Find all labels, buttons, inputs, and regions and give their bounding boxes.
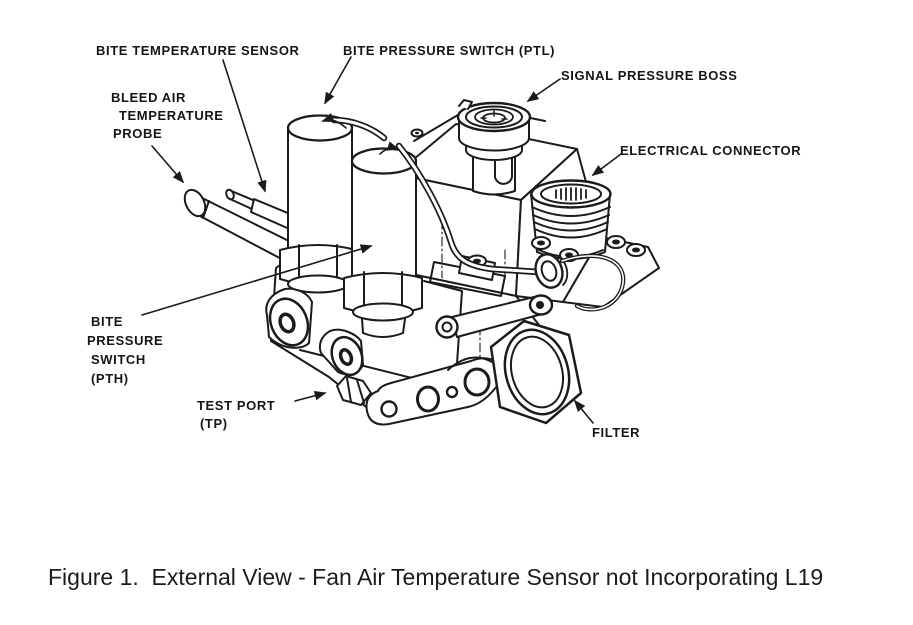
tube-arrow-ptl [321, 112, 347, 129]
sense-tube-drawing [395, 142, 626, 312]
label-signal-pressure-boss: SIGNAL PRESSURE BOSS [561, 68, 738, 83]
filter-drawing [489, 319, 583, 425]
leader-electrical-connector [591, 153, 622, 177]
bleed-air-temperature-probe-drawing [183, 188, 298, 265]
label-test-port-line2: (TP) [200, 416, 228, 431]
port-boss-lower-drawing [318, 328, 364, 377]
leader-bite-pressure-switch-ptl [324, 56, 352, 105]
leader-test-port [294, 391, 327, 402]
bite-pressure-switch-ptl-drawing [279, 114, 357, 294]
label-test-port: TEST PORT (TP) [197, 397, 275, 433]
label-bite-pressure-switch-ptl: BITE PRESSURE SWITCH (PTL) [343, 43, 556, 58]
leader-lines [141, 56, 622, 424]
label-bleed-air-line2: TEMPERATURE [119, 108, 224, 123]
mounting-bracket-drawing [365, 356, 505, 426]
connector-pins [555, 187, 587, 201]
label-bite-pressure-switch-pth: BITE PRESSURE SWITCH (PTH) [87, 312, 163, 388]
leader-bleed-air-temperature-probe [151, 145, 185, 184]
bite-pressure-switch-pth-drawing [343, 147, 423, 338]
label-filter: FILTER [592, 425, 641, 440]
figure-caption: Figure 1. External View - Fan Air Temper… [48, 564, 824, 590]
label-pth-line2: PRESSURE [87, 333, 164, 348]
leader-filter [573, 399, 594, 424]
label-bite-temperature-sensor: BITE TEMPERATURE SENSOR [96, 43, 300, 58]
label-pth-line3: SWITCH [91, 352, 146, 367]
link-arm-drawing [435, 294, 554, 339]
signal-pressure-boss-drawing [456, 99, 532, 196]
tube-arrow-pth [379, 141, 400, 155]
label-test-port-line1: TEST PORT [197, 398, 276, 413]
leader-bite-pressure-switch-pth [141, 244, 373, 316]
label-bleed-air-temperature-probe: BLEED AIR TEMPERATURE PROBE [111, 89, 224, 143]
label-electrical-connector: ELECTRICAL CONNECTOR [620, 143, 802, 158]
leader-signal-pressure-boss [526, 78, 561, 102]
port-boss-upper-drawing [265, 287, 313, 349]
label-pth-line4: (PTH) [91, 371, 129, 386]
label-pth-line1: BITE [91, 314, 124, 329]
tube-segment-a-inner [332, 118, 386, 140]
test-port-drawing [336, 375, 372, 406]
leader-bite-temperature-sensor [222, 59, 267, 193]
label-bleed-air-line1: BLEED AIR [111, 90, 186, 105]
label-bleed-air-line3: PROBE [113, 126, 163, 141]
